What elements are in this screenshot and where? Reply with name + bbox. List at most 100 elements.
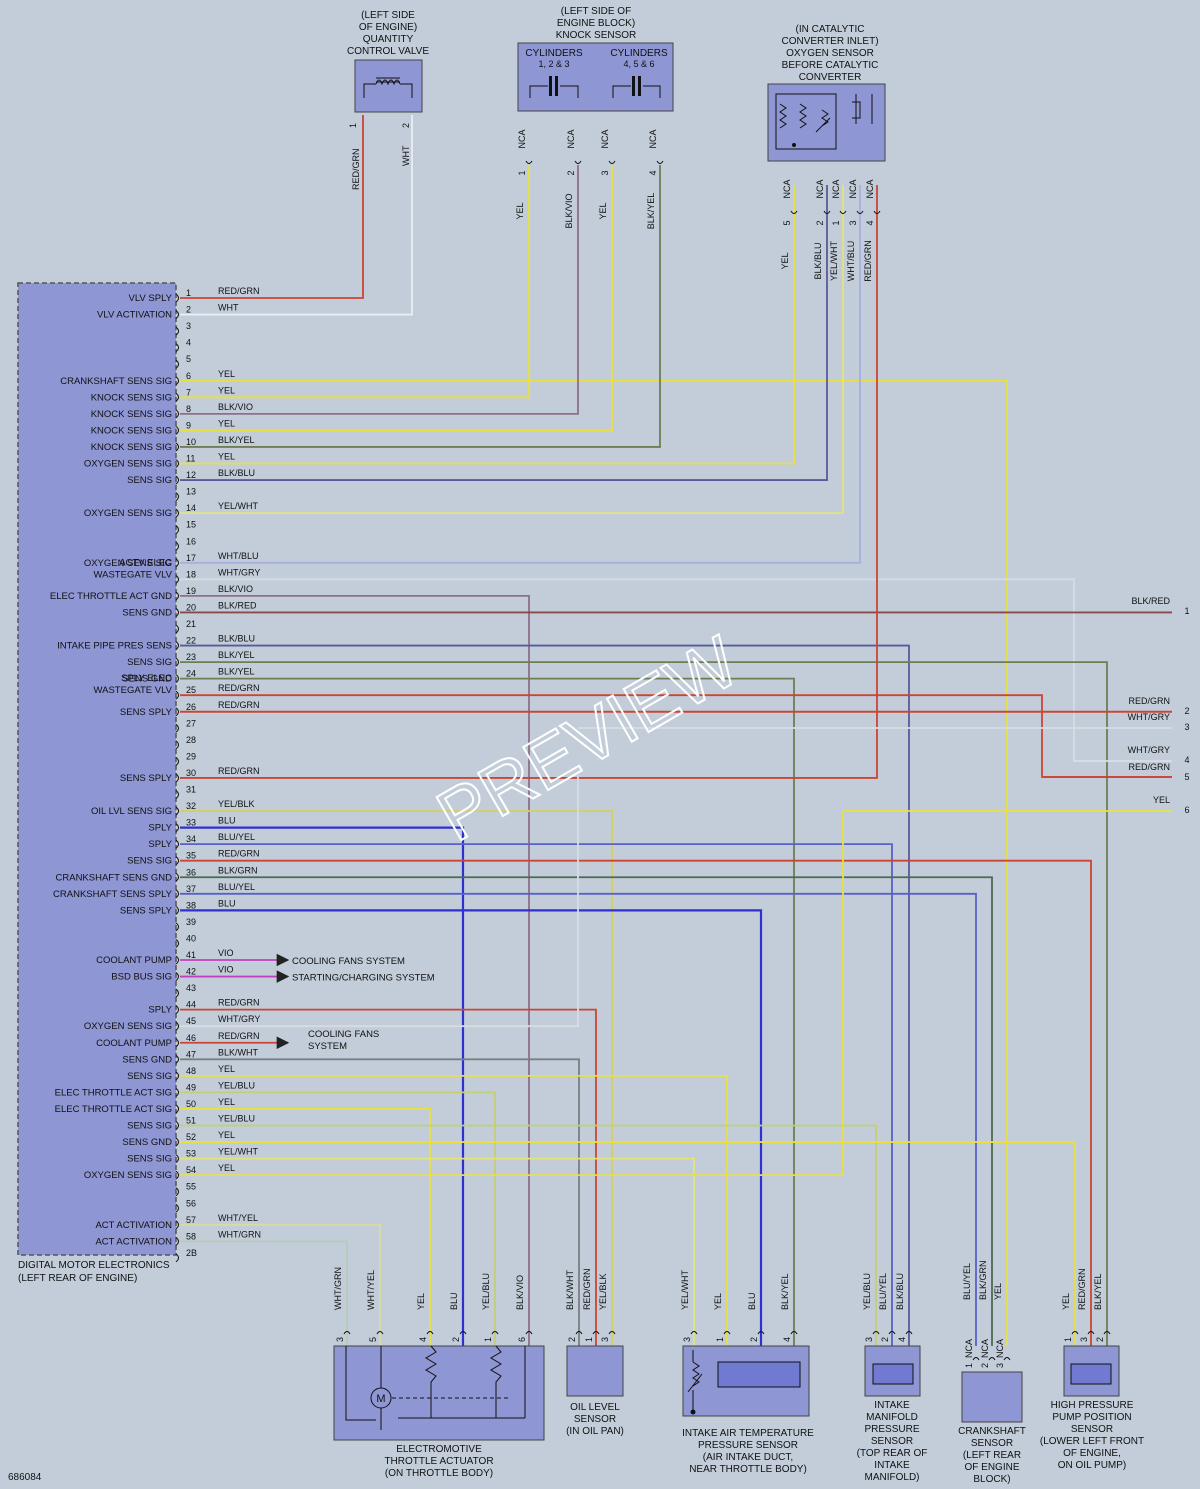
wire-blu-yel	[180, 843, 893, 1346]
dme-wire-label: BLK/VIO	[218, 402, 253, 412]
dme-wire-label: VIO	[218, 965, 234, 975]
pin-terminal	[175, 492, 179, 501]
dme-pin-number: 35	[186, 851, 196, 861]
top-wire-label: RED/GRN	[863, 240, 873, 282]
dme-pin-number: 56	[186, 1198, 196, 1208]
pin-terminal	[656, 160, 664, 164]
knock-title-3: KNOCK SENSOR	[556, 30, 637, 41]
nca-label: NCA	[566, 129, 576, 148]
dme-pin-label: ACTV ELEC	[119, 557, 172, 568]
oil-title-1: OIL LEVEL	[570, 1402, 620, 1413]
bottom-wire-label: YEL/BLU	[481, 1273, 491, 1310]
dme-pin-number: 34	[186, 834, 196, 844]
top-wire-label: YEL	[598, 202, 608, 219]
pin-terminal	[175, 1104, 179, 1114]
pin-terminal	[175, 939, 179, 948]
nca-label: NCA	[848, 179, 858, 198]
bottom-pin-number: 1	[1063, 1337, 1073, 1342]
bottom-pin-number: 4	[418, 1337, 428, 1342]
top-wire-label: BLK/BLU	[813, 242, 823, 279]
bottom-wire-label: BLK/WHT	[565, 1269, 575, 1310]
dme-pin-row: 5	[175, 354, 191, 369]
pin-terminal	[175, 343, 179, 353]
right-conn-pin: 4	[1184, 755, 1189, 765]
bottom-wire-label: YEL/WHT	[680, 1269, 690, 1310]
right-conn-wire-label: BLK/RED	[1131, 596, 1170, 606]
right-conn-pin: 6	[1184, 805, 1189, 815]
bottom-pin-number: 1	[584, 1337, 594, 1342]
pin-terminal	[175, 1236, 179, 1246]
intake-air-temp-sensor: INTAKE AIR TEMPERATURE PRESSURE SENSOR (…	[682, 1345, 814, 1475]
pin-terminal	[175, 641, 179, 650]
system-ref-label: SYSTEM	[308, 1041, 347, 1052]
dme-pin-number: 28	[186, 735, 196, 745]
dme-pin-number: 45	[186, 1016, 196, 1026]
knock-left-label-1: CYLINDERS	[525, 48, 583, 59]
dme-pin-number: 39	[186, 917, 196, 927]
pin-terminal	[690, 1331, 698, 1335]
pin-terminal	[175, 541, 179, 551]
iat-title-3: (AIR INTAKE DUCT,	[703, 1452, 793, 1463]
pin-terminal	[175, 723, 179, 733]
dme-pin-number: 8	[186, 404, 191, 414]
bottom-wire-label: YEL	[713, 1293, 723, 1310]
dme-wire-label: BLK/GRN	[218, 865, 258, 875]
bottom-pin-number: 1	[483, 1337, 493, 1342]
right-conn-pin: 2	[1184, 706, 1189, 716]
pin-terminal	[175, 1137, 179, 1147]
dme-pin-label: CRANKSHAFT SENS SPLY	[53, 889, 173, 900]
dme-pin-label: SENS SPLY	[120, 707, 173, 718]
top-wire-label: WHT/BLU	[846, 241, 856, 282]
dme-pin-row: 55	[175, 1182, 196, 1197]
bottom-wire-label: YEL	[1061, 1293, 1071, 1310]
imp-title-6: INTAKE	[874, 1460, 910, 1471]
iat-title-1: INTAKE AIR TEMPERATURE	[682, 1428, 814, 1439]
dme-wire-label: WHT/BLU	[218, 551, 259, 561]
dme-pin-number: 55	[186, 1182, 196, 1192]
pin-terminal	[175, 591, 179, 601]
intake-manifold-pressure-sensor: INTAKE MANIFOLD PRESSURE SENSOR (TOP REA…	[857, 1345, 927, 1483]
pin-terminal	[175, 1253, 179, 1263]
pin-terminal	[491, 1331, 499, 1335]
crankshaft-sensor: CRANKSHAFT SENSOR (LEFT REAR OF ENGINE B…	[958, 1371, 1026, 1485]
dme-pin-label: ELEC THROTTLE ACT GND	[50, 591, 172, 602]
wire-red-grn	[180, 115, 364, 299]
pin-terminal	[823, 210, 831, 214]
wire-yel	[180, 1108, 431, 1346]
pin-terminal	[592, 1331, 600, 1335]
dme-pin-number: 41	[186, 950, 196, 960]
nca-label: NCA	[865, 179, 875, 198]
quantity-control-valve: (LEFT SIDE OF ENGINE) QUANTITY CONTROL V…	[347, 10, 429, 190]
dme-pin-number: 27	[186, 718, 196, 728]
hpp-title-1: HIGH PRESSURE	[1051, 1400, 1134, 1411]
dme-wire-label: BLU	[218, 816, 236, 826]
dme-pin-row: 29	[175, 751, 196, 766]
pin-terminal	[175, 359, 179, 369]
dme-pin-row: 40	[175, 933, 196, 948]
bottom-pin-number: 3	[682, 1337, 692, 1342]
nca-label: NCA	[648, 129, 658, 148]
dme-pin-label: SPLY	[148, 1005, 172, 1016]
bottom-wire-label: BLK/BLU	[895, 1273, 905, 1310]
pin-terminal	[175, 905, 179, 915]
wire-blk-blu	[180, 185, 828, 481]
pin-terminal	[175, 1054, 179, 1064]
nca-label: NCA	[964, 1339, 974, 1358]
dme-pin-label: ELEC THROTTLE ACT SIG	[55, 1087, 172, 1098]
wire-blk-yel	[180, 661, 1108, 1346]
dme-pin-label: SENS GND	[122, 607, 172, 618]
wire-yel	[180, 165, 530, 399]
pin-terminal	[574, 160, 582, 164]
pin-terminal	[175, 1038, 179, 1048]
dme-wire-label: RED/GRN	[218, 700, 260, 710]
pin-terminal	[175, 674, 179, 684]
nca-label: NCA	[995, 1339, 1005, 1358]
